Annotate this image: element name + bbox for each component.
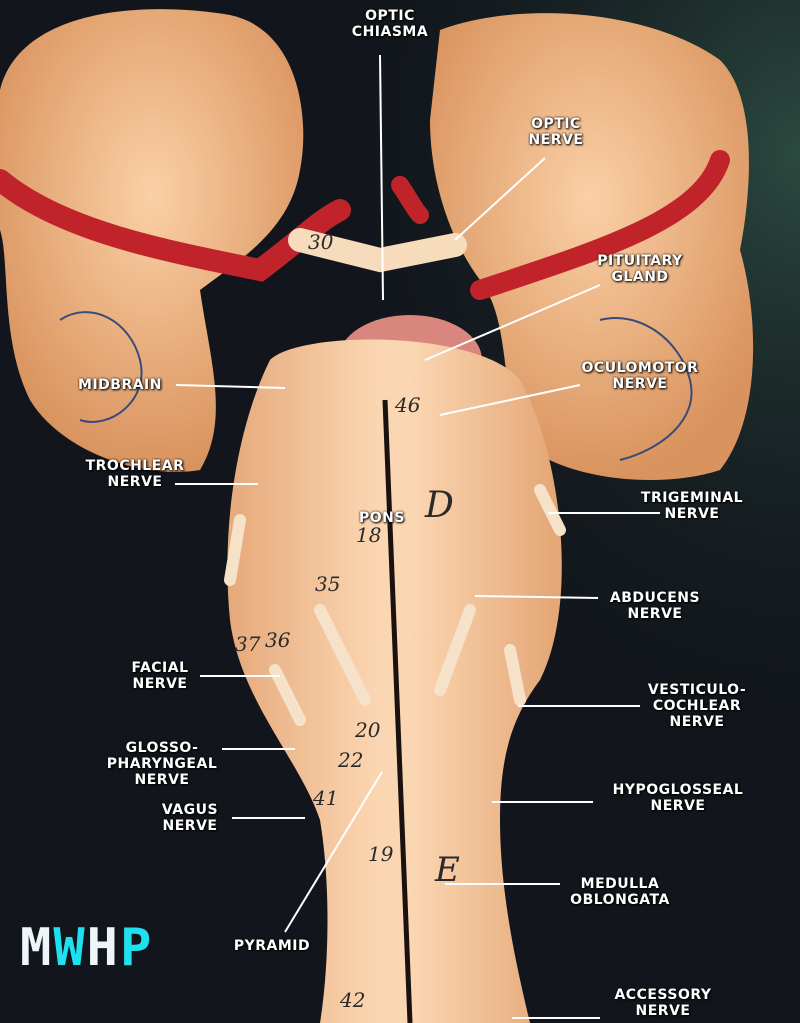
- model-mark: 46: [395, 393, 421, 417]
- label-pons: PONS: [359, 510, 405, 526]
- model-mark: 36: [265, 628, 291, 652]
- model-mark: 41: [313, 786, 339, 810]
- label-pyramid: PYRAMID: [233, 938, 311, 954]
- model-mark: 35: [315, 572, 341, 596]
- model-mark: 42: [340, 988, 366, 1012]
- model-mark: 30: [308, 230, 334, 254]
- arteries: [0, 150, 730, 300]
- model-mark: 22: [338, 748, 364, 772]
- model-mark: 19: [368, 842, 394, 866]
- model-mark: 20: [355, 718, 381, 742]
- leader-lines: [175, 54, 660, 1019]
- model-mark: 37: [235, 632, 261, 656]
- optic-nerves: [288, 228, 467, 273]
- nerve-roots: [224, 484, 566, 726]
- label-midbrain: MIDBRAIN: [78, 377, 162, 393]
- model-mark: E: [435, 850, 460, 890]
- median-fissure: [382, 399, 413, 1023]
- model-mark: D: [425, 485, 454, 526]
- mwhp-logo: MWHP: [20, 918, 154, 978]
- model-mark: 18: [356, 523, 382, 547]
